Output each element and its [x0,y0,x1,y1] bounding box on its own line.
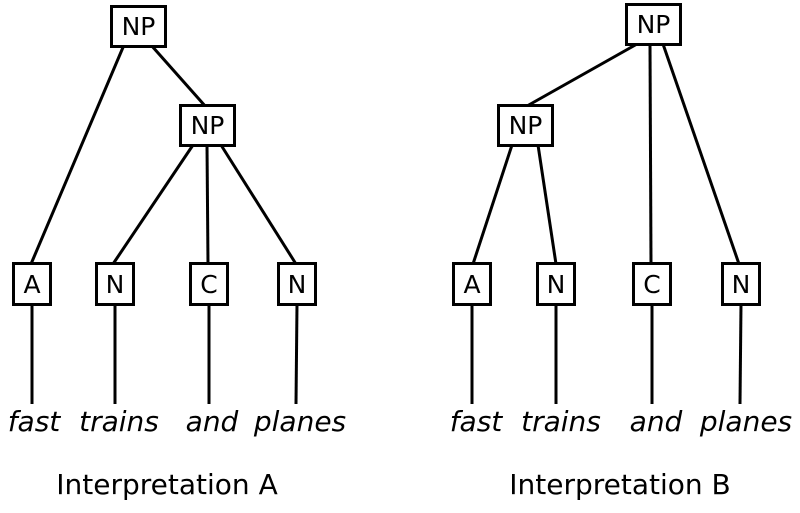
tree-b-node-n1: N [536,262,576,306]
tree-b-node-c: C [632,262,672,306]
edge-a-np-to-c [205,144,210,265]
edge-a-root-to-a [29,44,126,265]
tree-b-word-planes: planes [699,405,793,438]
tree-a-node-np-inner: NP [179,104,236,147]
tree-a-node-c: C [189,262,229,306]
tree-a-node-n2: N [277,262,317,306]
tree-a-word-and: and [185,405,239,438]
edge-a-np-to-n2 [219,144,298,265]
tree-b-word-and: and [629,405,683,438]
tree-b-caption: Interpretation B [509,468,731,501]
tree-a-word-fast: fast [7,405,61,438]
edge-b-root-to-c [648,43,653,265]
edge-a-n2-to-planes [294,303,299,405]
tree-b-node-np-inner: NP [497,104,554,147]
edge-a-root-to-np [149,44,208,108]
edge-b-root-to-n2 [661,43,741,265]
tree-a-word-planes: planes [253,405,347,438]
tree-b-node-a: A [452,262,492,306]
tree-a-word-trains: trains [79,405,159,438]
tree-b-word-fast: fast [449,405,503,438]
edge-b-np-to-a [471,144,514,265]
edge-b-np-to-n1 [536,144,558,265]
edge-b-root-to-np [526,42,638,108]
tree-a-node-np-root: NP [110,5,167,48]
tree-a-caption: Interpretation A [56,468,278,501]
tree-b-word-trains: trains [521,405,601,438]
tree-a-node-a: A [12,262,52,306]
tree-b-node-n2: N [721,262,761,306]
tree-a-node-n1: N [95,262,135,306]
tree-b-node-np-root: NP [625,3,682,46]
edge-b-n2-to-planes [738,303,743,405]
edge-a-np-to-n1 [111,144,195,265]
